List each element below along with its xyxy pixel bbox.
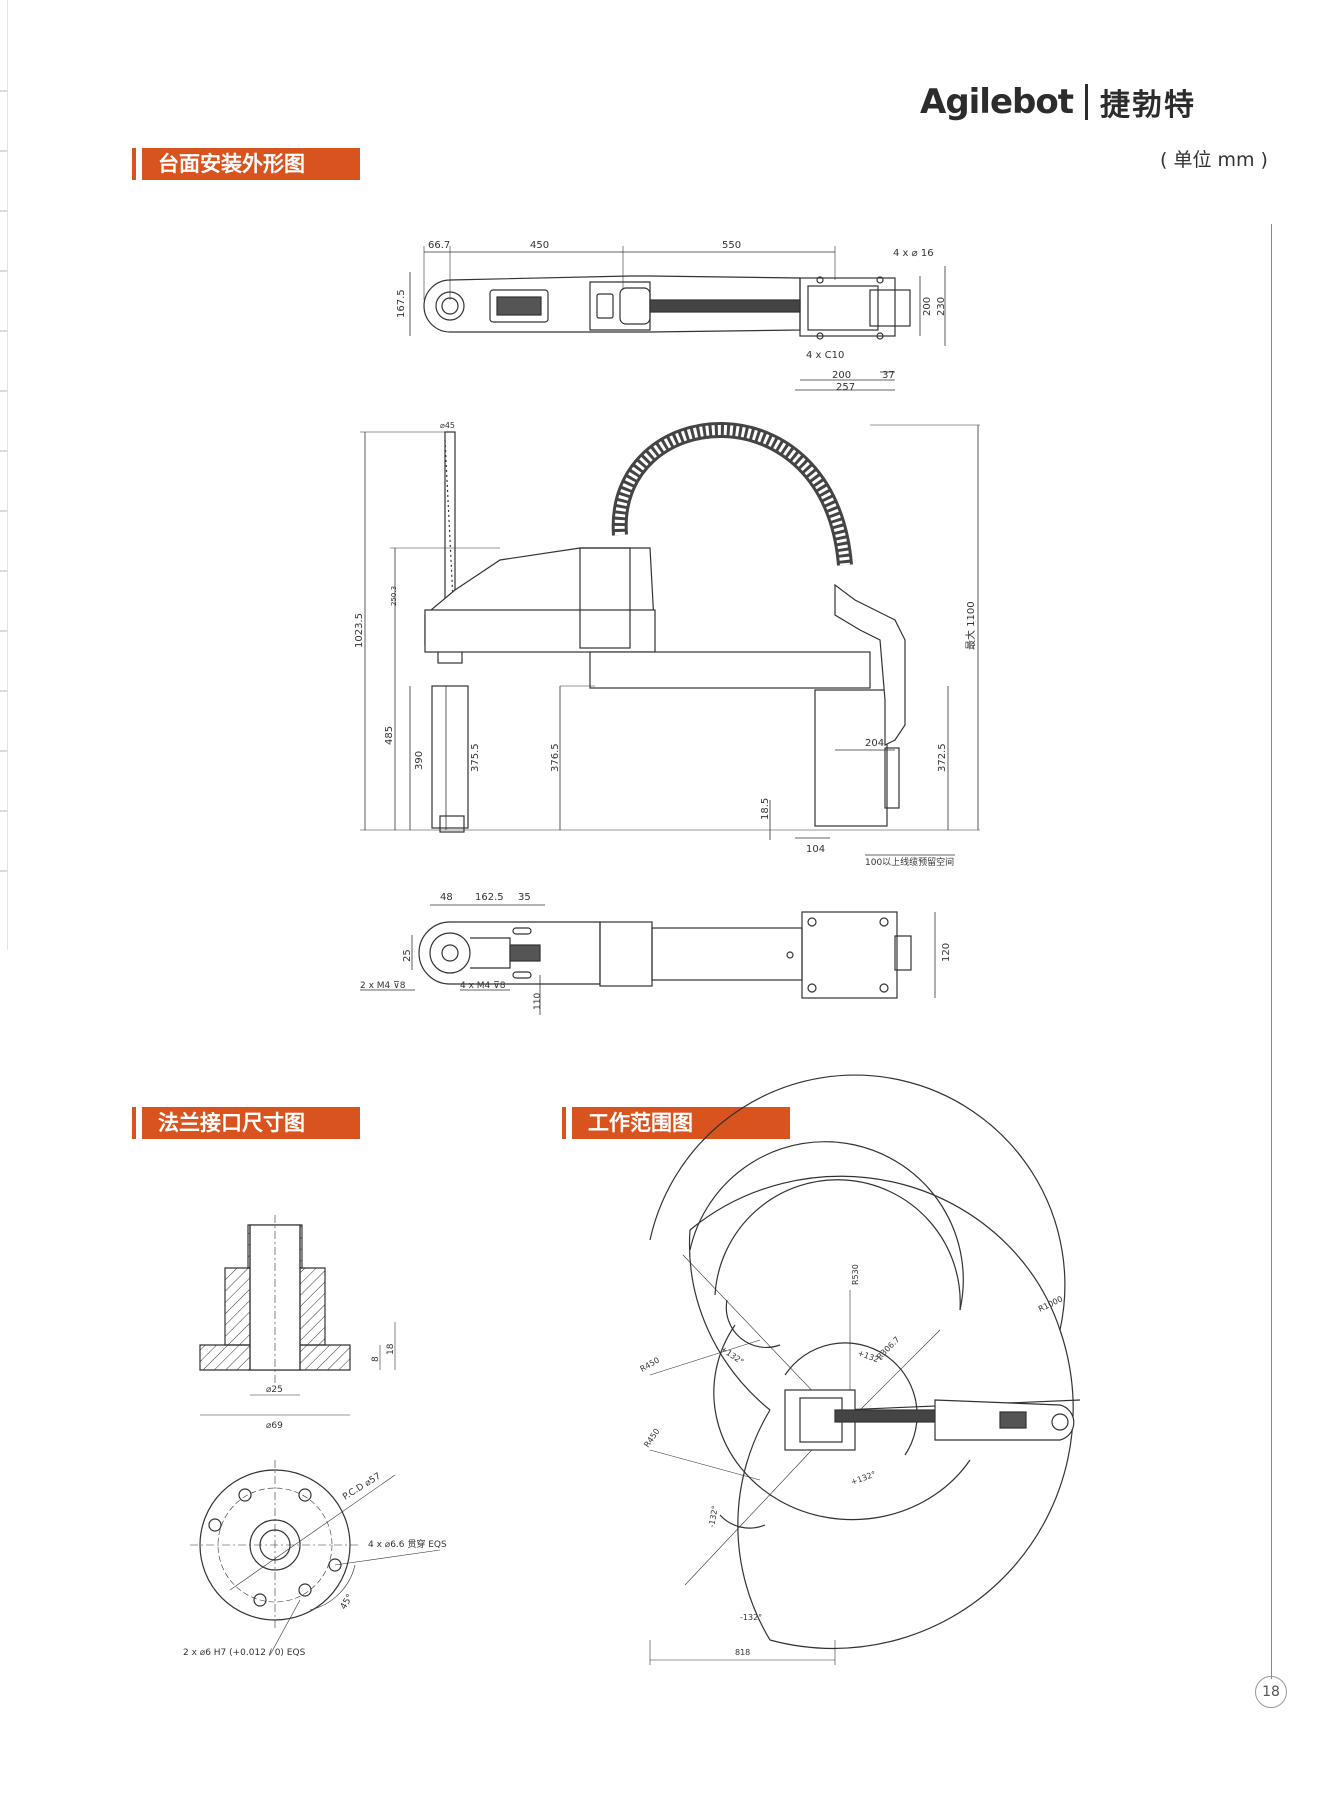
dim-text: 18 (386, 1343, 396, 1355)
brand-name-cn: 捷勃特 (1099, 88, 1196, 123)
dim-text: 200 (832, 370, 851, 381)
dim-text: R530 (851, 1264, 860, 1285)
dim-text: 35 (518, 892, 531, 903)
dim-text: 8 (371, 1356, 381, 1362)
page-edge-marks (0, 0, 8, 950)
dim-text: 2 x ⌀6 H7 (+0.012 / 0) EQS (183, 1648, 306, 1658)
dim-text: 110 (533, 993, 543, 1010)
dim-text: ⌀45 (440, 421, 455, 430)
section-title-workrange: 工作范围图 (562, 1107, 790, 1139)
dim-text: 最大 1100 (964, 601, 977, 650)
dim-text: 18.5 (760, 798, 771, 820)
dim-text: 550 (722, 240, 741, 251)
dim-text: 818 (735, 1648, 750, 1657)
dim-text: 230 (936, 297, 947, 316)
dim-text: 375.5 (470, 743, 481, 772)
dim-text: R450 (639, 1356, 662, 1374)
dim-text: 1023.5 (354, 613, 365, 648)
dim-text: 66.7 (428, 240, 450, 251)
dim-text: 45° (339, 1593, 356, 1612)
dim-text: 200 (922, 297, 933, 316)
dim-text: 4 x C10 (806, 350, 844, 361)
dim-text: 120 (941, 943, 952, 962)
cable-space-note: 100以上线缆预留空间 (865, 856, 954, 868)
drawing-top-view (409, 246, 946, 391)
dim-text: R1000 (1037, 1294, 1064, 1313)
dim-text: R450 (642, 1427, 661, 1449)
drawing-side-view (360, 422, 980, 856)
dim-text: 4 x ⌀6.6 贯穿 EQS (368, 1538, 447, 1550)
dim-text: 4 x M4 ⊽8 (460, 981, 506, 991)
unit-note: ( 单位 mm ) (1160, 149, 1268, 171)
section-title-flange: 法兰接口尺寸图 (132, 1107, 360, 1139)
dim-text: 450 (530, 240, 549, 251)
brand-separator (1084, 84, 1088, 120)
dim-text: 204 (865, 738, 884, 749)
brand-logo: Agilebot 捷勃特 (920, 80, 1196, 124)
dim-text: -132° (740, 1613, 762, 1622)
drawing-work-range (649, 1074, 1081, 1665)
brand-name-en: Agilebot (920, 82, 1074, 122)
dim-text: ⌀69 (266, 1421, 283, 1431)
drawing-flange-section (199, 1215, 396, 1416)
dim-text: +132° (850, 1470, 877, 1487)
dim-text: 257 (836, 382, 855, 393)
dim-text: 4 x ⌀ 16 (893, 248, 934, 259)
dim-text: +132° (719, 1344, 745, 1366)
dim-text: 104 (806, 844, 825, 855)
dim-text: 2 x M4 ⊽8 (360, 981, 406, 991)
dim-text: 48 (440, 892, 453, 903)
section-title-mounting: 台面安装外形图 (132, 148, 360, 180)
dim-text: 25 (402, 949, 413, 962)
dim-text: 390 (414, 751, 425, 770)
dim-text: 162.5 (475, 892, 504, 903)
dim-text: 37 (882, 370, 895, 381)
dim-text: 376.5 (550, 743, 561, 772)
right-margin-line (1271, 224, 1272, 1679)
drawing-bottom-view (360, 904, 936, 1015)
dim-text: 167.5 (396, 289, 407, 318)
page-number: 18 (1255, 1676, 1287, 1708)
drawing-flange-face (190, 1460, 441, 1656)
dim-text: -132° (707, 1505, 720, 1528)
dim-text: 485 (384, 726, 395, 745)
dim-text: 250.3 (390, 586, 398, 606)
dim-text: ⌀25 (266, 1385, 283, 1395)
dim-text: 372.5 (937, 743, 948, 772)
